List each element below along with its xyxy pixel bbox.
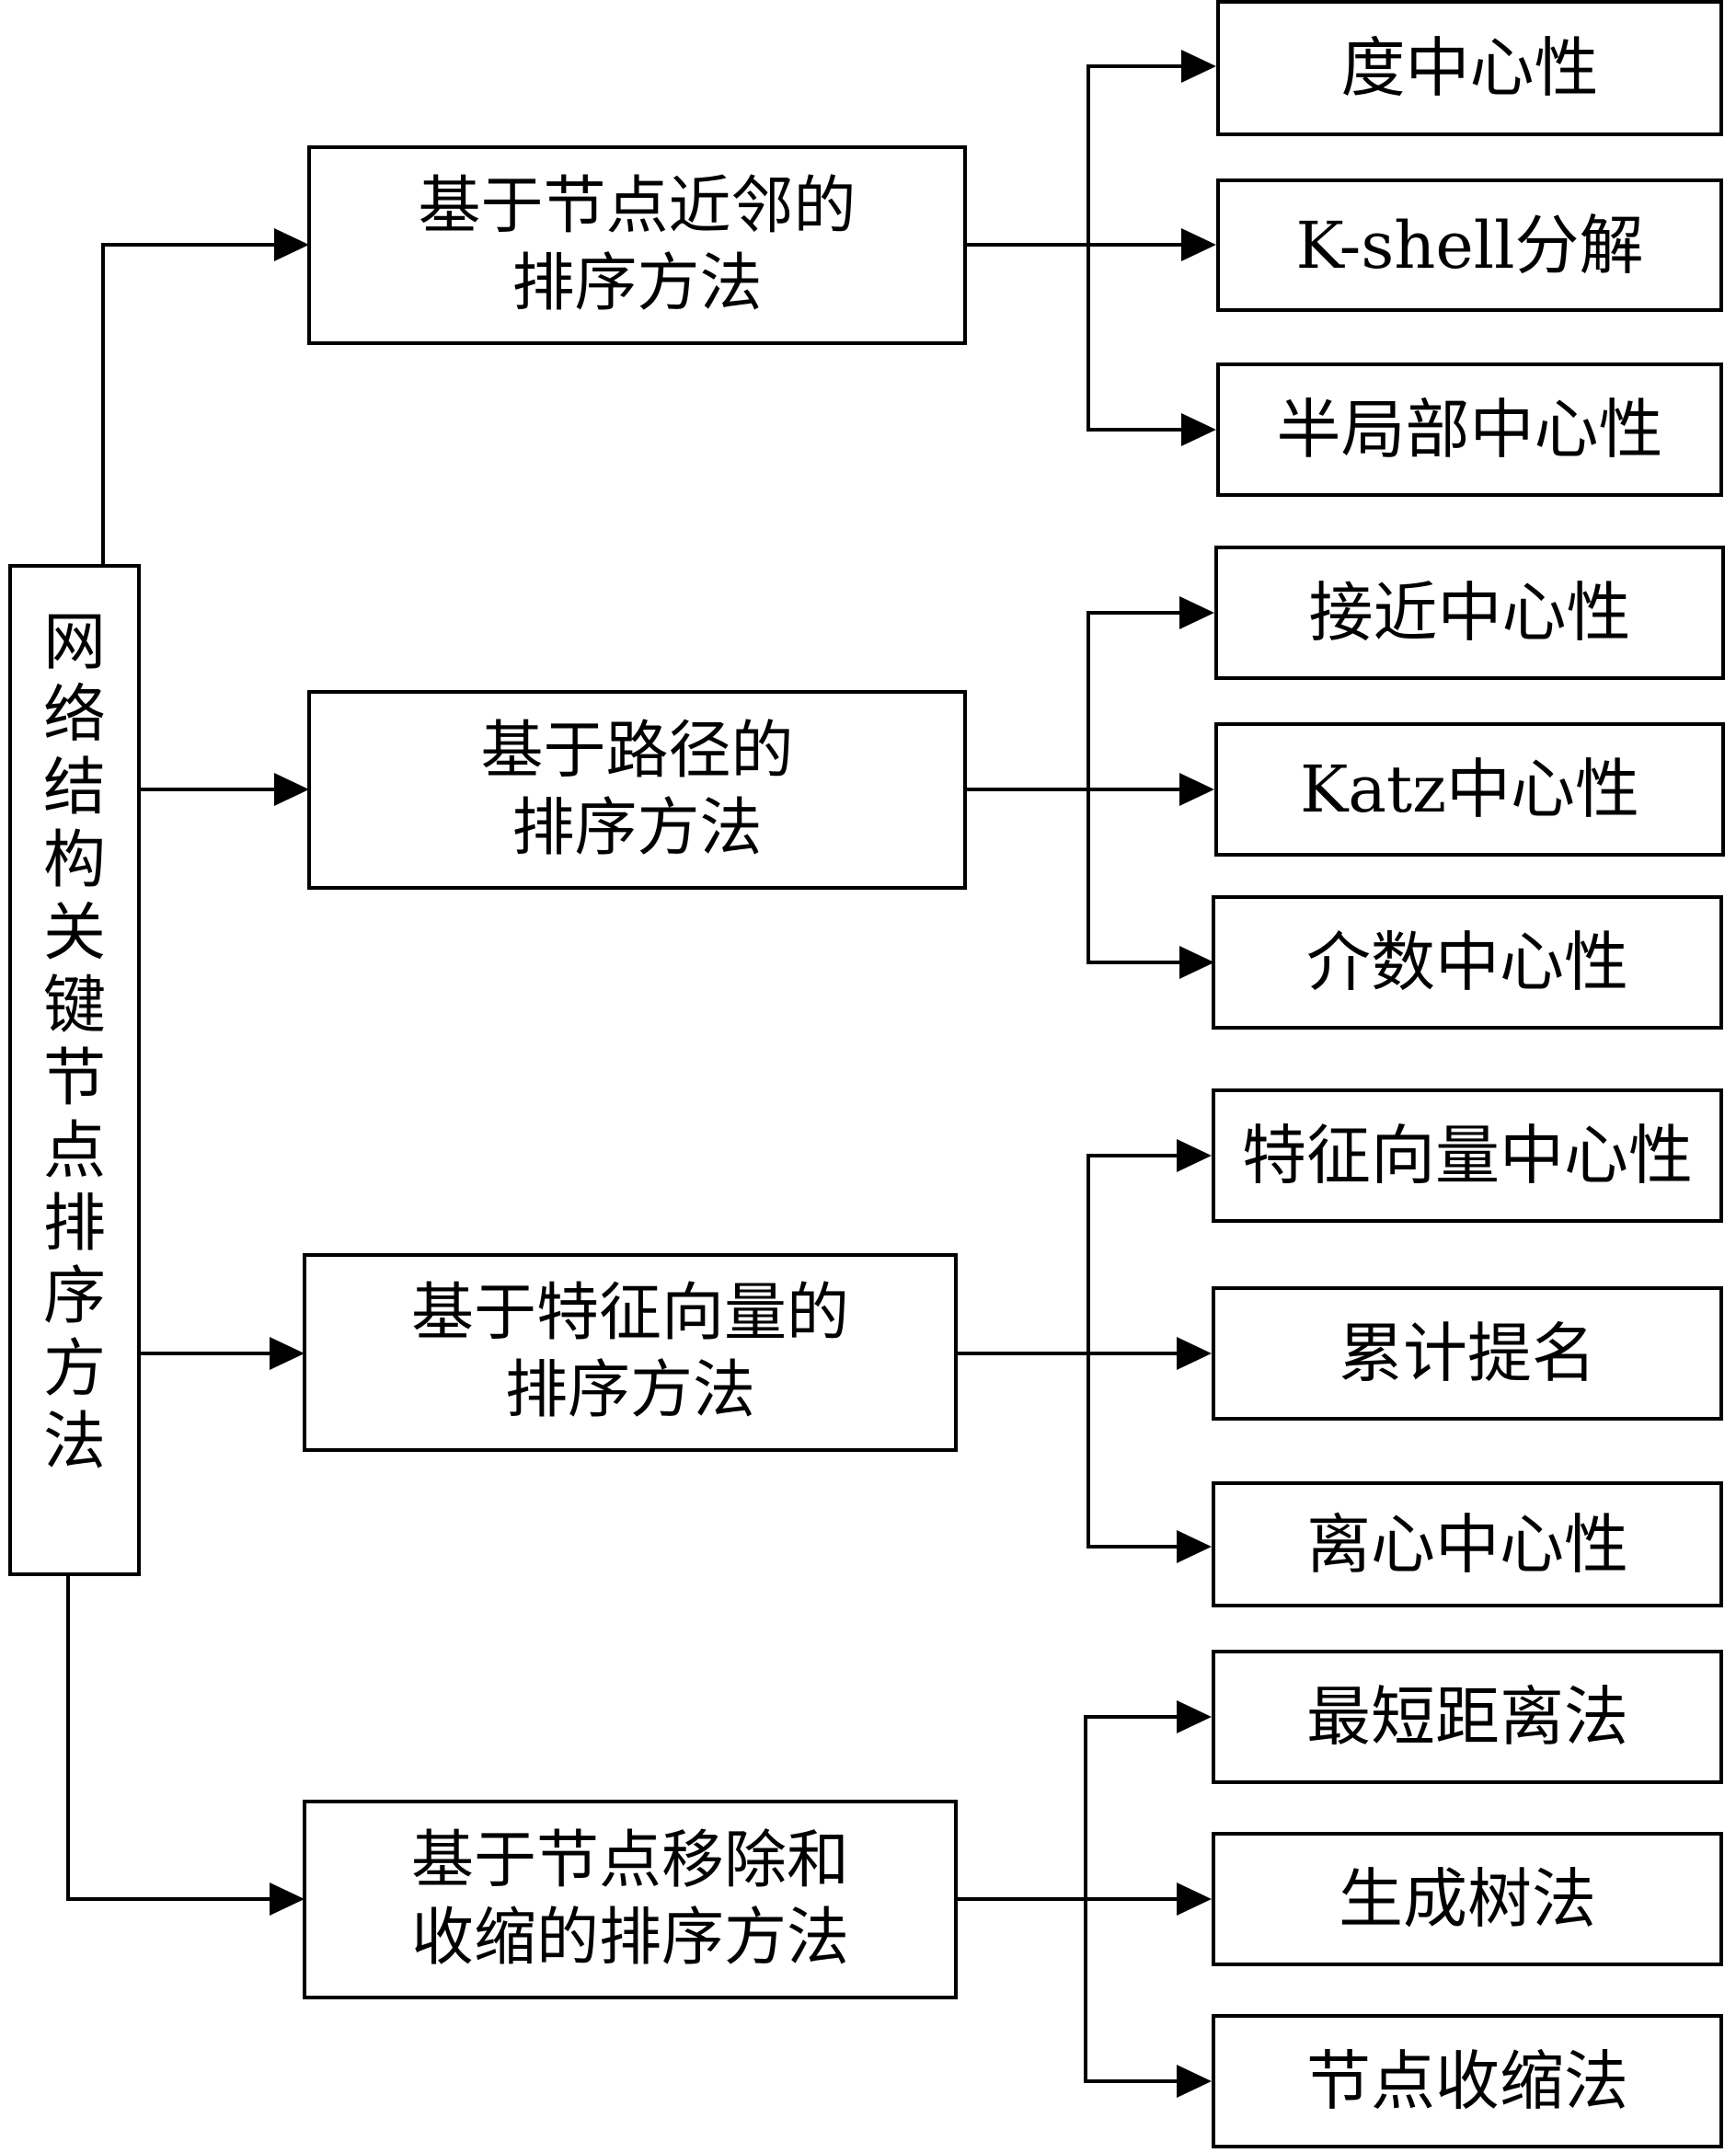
method-node-betweenness-centrality: 介数中心性 (1212, 895, 1723, 1030)
method-node-closeness-centrality: 接近中心性 (1214, 546, 1725, 680)
arrowhead-cat1-leaf1 (1181, 50, 1216, 83)
method-node-eigenvector-centrality: 特征向量中心性 (1212, 1088, 1723, 1223)
arrowhead-cat1-leaf2 (1181, 228, 1216, 261)
category-node-eigenvector: 基于特征向量的 排序方法 (303, 1253, 958, 1452)
method-label: 节点收缩法 (1306, 2044, 1628, 2119)
connector-cat2-bracket (1086, 611, 1180, 964)
root-node-char: 络 (42, 679, 106, 752)
category-label-line2: 排序方法 (512, 791, 763, 865)
arrowhead-cat1-leaf3 (1181, 413, 1216, 446)
arrowhead-cat4-leaf3 (1177, 2065, 1212, 2098)
arrowhead-cat3-leaf2 (1177, 1337, 1212, 1370)
root-node-char: 构 (42, 824, 106, 897)
category-node-neighbor: 基于节点近邻的 排序方法 (307, 145, 967, 345)
root-node-char: 节 (42, 1042, 106, 1115)
connector-cat3-bracket (1086, 1154, 1178, 1549)
method-node-spanning-tree: 生成树法 (1212, 1832, 1723, 1966)
category-label-line2: 收缩的排序方法 (410, 1901, 849, 1975)
category-label-line1: 基于路径的 (480, 714, 794, 788)
category-label-line1: 基于节点近邻的 (418, 169, 857, 243)
category-node-removal-contraction: 基于节点移除和 收缩的排序方法 (303, 1800, 958, 1999)
method-label: 累计提名 (1339, 1316, 1596, 1391)
connector-cat4-bracket (1084, 1715, 1178, 2083)
method-node-katz-centrality: Katz中心性 (1214, 722, 1725, 857)
method-label: 接近中心性 (1308, 575, 1631, 651)
arrowhead-cat2-leaf3 (1179, 946, 1214, 979)
arrowhead-cat2-leaf2 (1179, 773, 1214, 806)
method-label: K-shell分解 (1295, 207, 1644, 283)
arrowhead-cat4 (270, 1882, 305, 1916)
method-label: 度中心性 (1340, 30, 1599, 106)
arrowhead-cat3-leaf1 (1177, 1139, 1212, 1172)
arrowhead-cat2 (274, 773, 309, 806)
arrowhead-cat1 (274, 228, 309, 261)
arrowhead-cat3 (270, 1337, 305, 1370)
method-label: 离心中心性 (1306, 1506, 1628, 1583)
method-node-node-contraction: 节点收缩法 (1212, 2014, 1723, 2148)
category-label-line2: 排序方法 (512, 247, 763, 320)
root-node-char: 键 (42, 970, 106, 1042)
method-label: 最短距离法 (1306, 1679, 1628, 1755)
method-node-degree-centrality: 度中心性 (1216, 0, 1723, 136)
method-label: 特征向量中心性 (1242, 1118, 1693, 1193)
root-node-char: 网 (42, 606, 106, 679)
arrowhead-cat3-leaf3 (1177, 1530, 1212, 1563)
method-label: 半局部中心性 (1276, 392, 1663, 467)
connector-root-cat4 (66, 1576, 271, 1901)
category-label-line2: 排序方法 (504, 1354, 755, 1427)
root-node-char: 点 (42, 1115, 106, 1188)
arrowhead-cat4-leaf2 (1177, 1882, 1212, 1916)
root-node-char: 排 (42, 1188, 106, 1261)
method-node-shortest-distance: 最短距离法 (1212, 1650, 1723, 1784)
arrowhead-cat4-leaf1 (1177, 1700, 1212, 1733)
root-node-char: 序 (42, 1261, 106, 1333)
root-node-char: 法 (42, 1406, 106, 1479)
method-label: 生成树法 (1339, 1861, 1596, 1937)
method-node-kshell: K-shell分解 (1216, 178, 1723, 312)
root-node-char: 关 (42, 897, 106, 970)
category-label-line1: 基于特征向量的 (410, 1277, 849, 1350)
root-node: 网 络 结 构 关 键 节 点 排 序 方 法 (8, 564, 141, 1576)
method-node-semi-local-centrality: 半局部中心性 (1216, 363, 1723, 497)
category-node-path: 基于路径的 排序方法 (307, 690, 967, 890)
root-node-char: 方 (42, 1333, 106, 1406)
arrowhead-cat2-leaf1 (1179, 596, 1214, 629)
method-node-cumulative-nomination: 累计提名 (1212, 1286, 1723, 1421)
method-node-eccentricity-centrality: 离心中心性 (1212, 1481, 1723, 1607)
root-node-char: 结 (42, 752, 106, 824)
connector-root-cat1 (101, 243, 276, 564)
category-label-line1: 基于节点移除和 (410, 1824, 849, 1897)
method-label: 介数中心性 (1306, 925, 1628, 1000)
connector-cat1-bracket (1086, 64, 1182, 432)
method-label: Katz中心性 (1299, 752, 1640, 827)
